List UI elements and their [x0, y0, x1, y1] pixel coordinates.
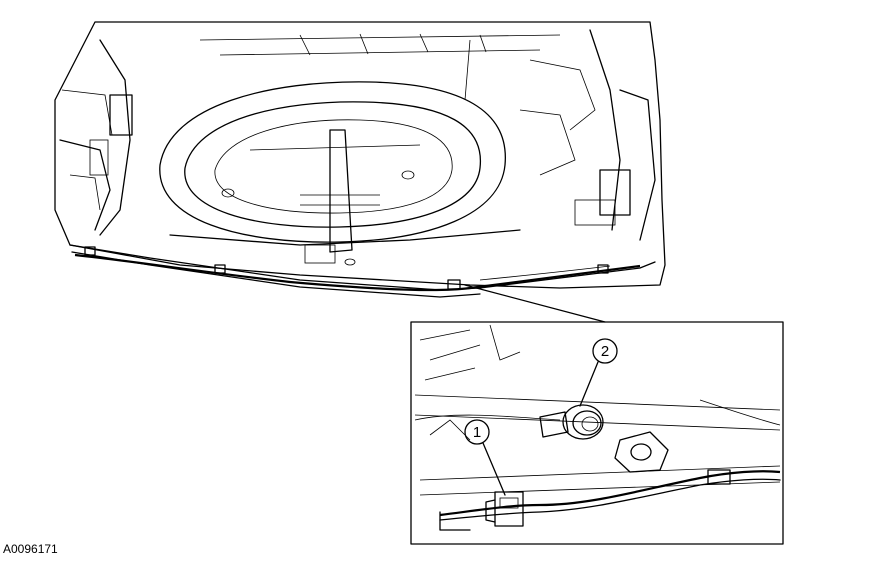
figure-id-label: A0096171 — [3, 542, 58, 556]
callout-2-leader — [579, 361, 599, 407]
callout-1: 1 — [464, 419, 490, 445]
parking-aid-sensor — [539, 404, 604, 440]
vehicle-underbody-view — [54, 21, 666, 298]
callout-2-number: 2 — [601, 343, 609, 360]
callout-1-leader — [482, 442, 506, 496]
detail-inset: 1 2 — [410, 321, 784, 545]
harness-connector — [485, 491, 524, 527]
callout-1-number: 1 — [473, 424, 481, 441]
detail-leader-line — [464, 284, 606, 323]
callout-2: 2 — [592, 338, 618, 364]
